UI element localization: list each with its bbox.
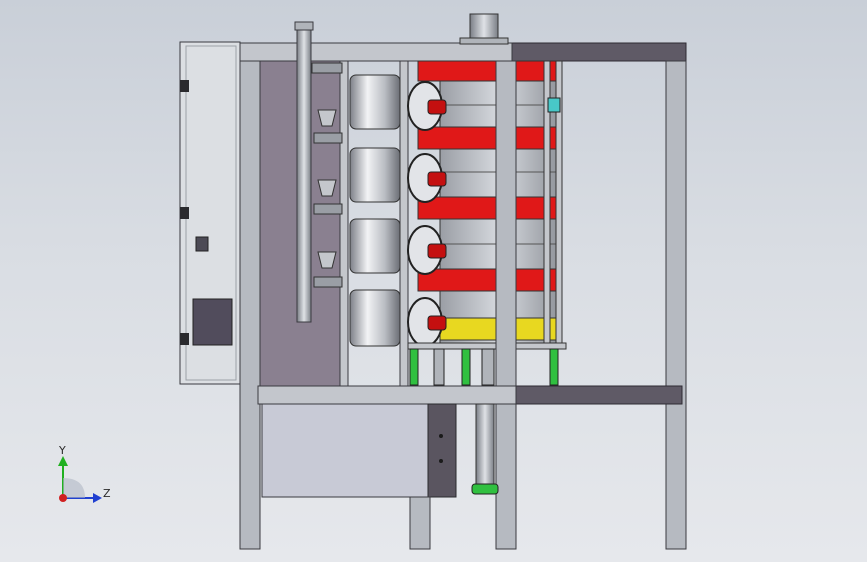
lower-frame xyxy=(407,342,567,350)
cabinet-switch xyxy=(195,236,209,252)
hinge-bottom xyxy=(180,333,189,345)
drum-cap-2 xyxy=(407,153,447,203)
exhaust-base xyxy=(459,37,509,45)
vertical-pipe xyxy=(296,27,312,323)
cabinet-display-panel xyxy=(192,298,233,346)
mid-post-2 xyxy=(399,60,409,387)
exhaust-stack xyxy=(469,13,499,41)
motor-1 xyxy=(349,74,401,130)
heater-band-1 xyxy=(417,60,561,82)
front-top-beam xyxy=(239,42,513,62)
valve-1 xyxy=(313,109,343,144)
hinge-top xyxy=(180,80,189,92)
discharge-collar xyxy=(471,483,499,495)
heater-band-4 xyxy=(417,268,561,292)
drum-cap-3 xyxy=(407,225,447,275)
heater-band-2 xyxy=(417,126,561,150)
door-bolt-2 xyxy=(439,459,443,463)
y-axis-label: Y xyxy=(58,444,66,457)
door-bolt-1 xyxy=(439,434,443,438)
heater-band-3 xyxy=(417,196,561,220)
motor-4 xyxy=(349,289,401,347)
leg-green-2 xyxy=(461,348,471,386)
rear-top-beam xyxy=(511,42,687,62)
drum-cap-4 xyxy=(407,297,447,347)
rear-mid-beam xyxy=(515,385,683,405)
bottom-leg-mid xyxy=(409,496,431,550)
coordinate-triad: Y Z xyxy=(58,444,111,503)
triad-plane-icon xyxy=(63,478,85,498)
z-axis-arrow-icon xyxy=(93,493,102,503)
rear-right-post xyxy=(665,60,687,550)
motor-3 xyxy=(349,218,401,274)
machine-model[interactable] xyxy=(179,13,687,550)
pipe-cap xyxy=(294,21,314,31)
lower-box-door xyxy=(427,403,457,498)
left-front-post xyxy=(239,60,261,550)
discharge-tube xyxy=(475,403,495,487)
motor-2 xyxy=(349,147,401,203)
lower-box xyxy=(261,403,429,498)
triad-origin-icon xyxy=(59,494,67,502)
right-front-post xyxy=(495,60,517,550)
front-mid-beam xyxy=(257,385,517,405)
top-fitting xyxy=(311,62,343,74)
z-axis-label: Z xyxy=(103,487,111,500)
leg-green-3 xyxy=(549,348,559,386)
leg-gray-2 xyxy=(481,348,495,386)
drum-cap-1 xyxy=(407,81,447,131)
valve-2 xyxy=(313,179,343,215)
sensor-teal xyxy=(547,97,561,113)
mid-post-1 xyxy=(339,60,349,387)
y-axis-arrow-icon xyxy=(58,456,68,466)
leg-green-1 xyxy=(409,348,419,386)
leg-gray-1 xyxy=(433,348,445,386)
hinge-mid xyxy=(180,207,189,219)
valve-3 xyxy=(313,251,343,288)
